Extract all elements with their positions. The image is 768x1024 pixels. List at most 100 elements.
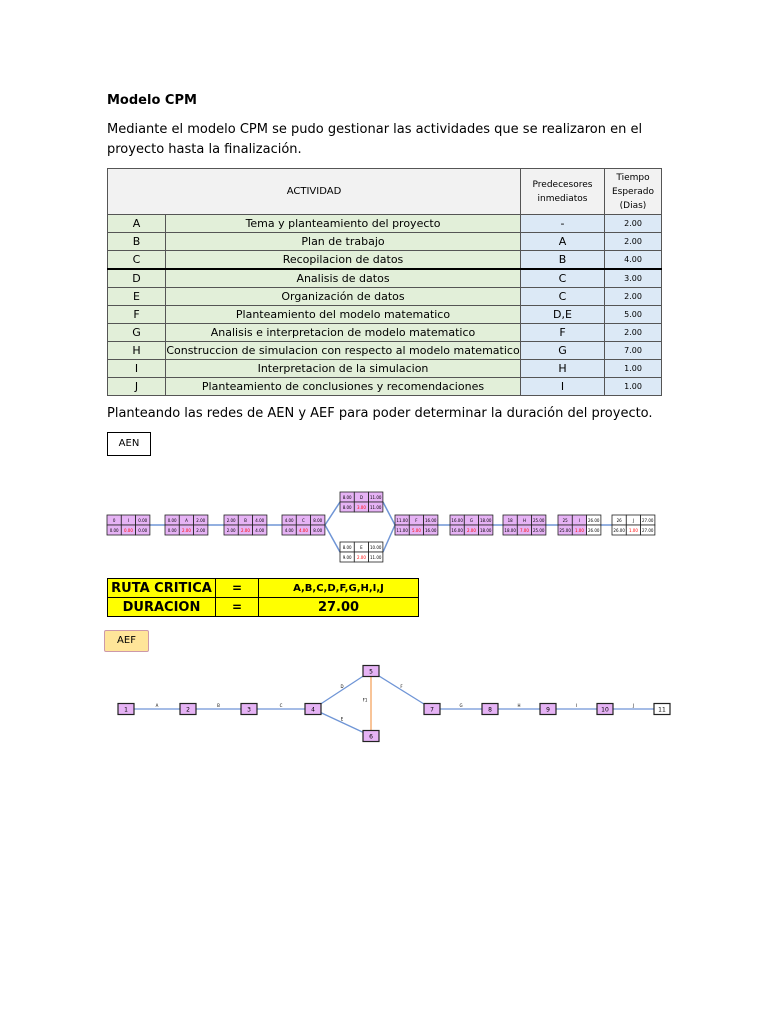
aen-value: 7.00 [520,528,529,533]
cell-time: 2.00 [604,287,662,306]
aen-value: 11.00 [396,518,408,523]
aef-node-number: 10 [601,707,609,714]
cell-name: Plan de trabajo [165,232,521,251]
aen-cell [640,524,656,536]
aef-node-box [423,702,441,716]
cell-id: E [107,287,166,306]
aen-value: 16.00 [425,528,437,533]
aen-value: E [360,545,363,550]
aen-value: B [244,518,247,523]
aen-value: I [579,518,580,523]
aef-node-number: 7 [430,707,434,714]
aen-value: 16.00 [425,518,437,523]
aen-value: C [302,518,305,523]
aen-value: 3.00 [357,505,366,510]
aen-edge [324,524,341,553]
aef-edge [312,670,372,710]
aef-node-number: 11 [658,707,666,714]
cell-pred: B [520,250,605,270]
aen-cell [193,524,209,536]
plan-paragraph: Planteando las redes de AEN y AEF para p… [107,406,653,421]
aen-value: 8.00 [343,505,352,510]
aen-value: 4.00 [255,528,264,533]
aef-node-number: 2 [186,707,190,714]
aen-cell [368,501,384,513]
aen-value: 2.00 [227,518,236,523]
cell-name: Planteamiento de conclusiones y recomend… [165,377,521,396]
cell-id: I [107,359,166,378]
aef-node-8: 8 [481,702,499,716]
duracion-label: DURACION [107,597,216,617]
aen-value: 10.00 [370,545,382,550]
aef-edge-label: F [400,684,403,689]
aef-node-box [362,664,380,678]
duracion-value: 27.00 [258,597,419,617]
aen-label: AEN [107,432,151,456]
aen-value: 0.00 [138,528,147,533]
cell-name: Construccion de simulacion con respecto … [165,341,521,360]
aef-node-number: 4 [311,707,315,714]
aen-cell [478,524,494,536]
aen-edge [382,524,396,553]
aef-edge-label: F1 [363,698,368,703]
cell-pred: A [520,232,605,251]
ruta-critica-value: A,B,C,D,F,G,H,I,J [258,578,419,598]
aen-value: 2.00 [196,518,205,523]
aen-value: 25.00 [533,528,545,533]
cell-time: 1.00 [604,359,662,378]
aen-value: 26.00 [613,528,625,533]
aen-value: A [185,518,188,523]
aen-value: 1.00 [575,528,584,533]
aen-value: D [360,495,363,500]
aen-value: 26 [617,518,623,523]
aef-node-box [179,702,197,716]
cell-pred: C [520,268,605,288]
activities-table: ACTIVIDAD Predecesores inmediatos Tiempo… [107,168,662,396]
aef-node-6: 6 [362,729,380,743]
table-header: ACTIVIDAD Predecesores inmediatos Tiempo… [107,168,662,215]
aen-edge [382,501,396,526]
aef-node-number: 9 [546,707,550,714]
aen-cell [135,524,151,536]
aef-node-11: 11 [653,702,671,716]
cell-pred: C [520,287,605,306]
header-actividad: ACTIVIDAD [107,168,521,215]
aef-edge-label: H [517,703,520,708]
equals-sign: = [215,597,259,617]
section-title: Modelo CPM [107,93,197,108]
aef-node-box [539,702,557,716]
aen-value: 0.00 [124,528,133,533]
aef-edge-label: E [341,717,344,722]
aef-node-box [362,729,380,743]
aef-node-box [653,702,671,716]
aen-value: 11.00 [370,505,382,510]
cell-time: 7.00 [604,341,662,360]
aef-node-box [117,702,135,716]
aef-edge-label: A [156,703,159,708]
aef-node-box [304,702,322,716]
cell-pred: - [520,214,605,233]
aen-value: 2.00 [467,528,476,533]
aef-edge-label: G [459,703,462,708]
aen-value: 16.00 [451,528,463,533]
cell-name: Interpretacion de la simulacion [165,359,521,378]
aen-value: 18.00 [504,528,516,533]
aen-value: 8.00 [343,495,352,500]
aen-value: 25.00 [533,518,545,523]
aen-value: 26.00 [588,518,600,523]
aef-node-box [481,702,499,716]
cell-pred: G [520,341,605,360]
aen-value: F [415,518,418,523]
aef-edge-label: I [576,703,577,708]
aen-cell [252,524,268,536]
aen-cell [423,524,439,536]
